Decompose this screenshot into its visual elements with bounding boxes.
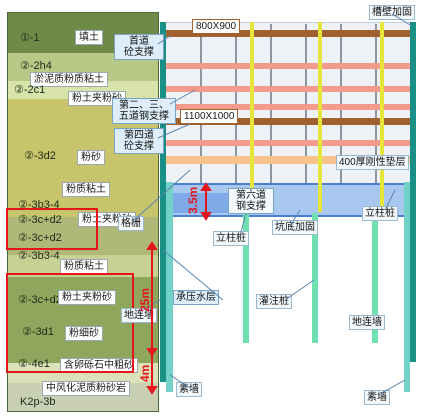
soil-code: ②-3c+d2 <box>18 294 62 306</box>
concrete-beam-top <box>165 30 415 37</box>
callout-support-1: 首道 砼支撑 <box>114 34 164 60</box>
soil-name: 粉土夹粉砂 <box>58 290 116 305</box>
highlight-box-upper <box>6 208 98 250</box>
callout-wall-right: 地连墙 <box>349 315 385 330</box>
soil-name: 粉质粘土 <box>62 182 110 197</box>
soil-code: ②-2h4 <box>20 60 52 72</box>
callout-pile-column-right: 立柱桩 <box>362 206 398 221</box>
dimension-3-5m: 3.5m <box>186 186 200 214</box>
callout-cushion: 400厚刚性垫层 <box>336 155 409 170</box>
callout-support-6: 第六道 钢支撑 <box>228 188 274 214</box>
callout-wall-left: 地连墙 <box>121 308 157 323</box>
steel-strut <box>165 140 415 146</box>
callout-groove-wall: 槽壁加固 <box>369 5 415 20</box>
callout-plain-wall-left: 素墙 <box>176 382 202 397</box>
callout-support-4: 第四道 砼支撑 <box>114 128 164 154</box>
dimension-25m: 25m <box>138 287 152 312</box>
bored-pile <box>243 213 249 343</box>
mid-beam-size: 1100X1000 <box>180 109 239 124</box>
soil-code: ①-1 <box>20 32 40 44</box>
callout-shield: 格栅 <box>118 216 144 231</box>
steel-strut-bottom <box>165 156 415 164</box>
diaphragm-wall-right <box>410 22 416 362</box>
soil-code: ②-2c1 <box>14 84 46 96</box>
soil-name: 粉砂 <box>77 150 105 165</box>
callout-support-235: 第二、三、 五道钢支撑 <box>112 98 176 124</box>
pile-yellow <box>380 22 384 212</box>
soil-name: 粉土夹粉砂 <box>68 91 126 106</box>
soil-name: 中风化泥质粉砂岩 <box>42 381 130 396</box>
callout-confined-water: 承压水层 <box>173 290 219 305</box>
callout-plain-wall-right: 素墙 <box>364 390 390 405</box>
dimension-4m: 4m <box>138 364 152 382</box>
soil-code: ②-3c+d2 <box>18 232 62 244</box>
steel-strut <box>165 104 415 110</box>
soil-code: K2p-3b <box>20 396 56 408</box>
diaphragm-wall-left <box>160 22 166 382</box>
soil-code: ②-3c+d2 <box>18 214 62 226</box>
plain-wall-left <box>166 182 173 392</box>
soil-name: 淤泥质粉质粘土 <box>30 72 108 87</box>
pile-yellow <box>318 22 322 212</box>
bored-pile <box>372 213 378 343</box>
callout-pit-bottom: 坑底加固 <box>272 220 318 235</box>
steel-strut <box>165 63 415 69</box>
soil-code: ②-3d2 <box>24 150 56 162</box>
steel-strut <box>165 86 415 92</box>
soil-name: 填土 <box>75 30 103 45</box>
pile-yellow <box>250 22 254 212</box>
bored-pile <box>312 213 318 343</box>
plain-wall-right <box>404 182 410 392</box>
callout-bored-pile: 灌注桩 <box>256 294 292 309</box>
soil-name: 粉细砂 <box>65 326 103 341</box>
top-beam-size: 800X900 <box>192 19 241 34</box>
concrete-beam-mid <box>165 118 415 125</box>
highlight-box-lower <box>6 273 134 373</box>
soil-code: ②-3b3-4 <box>18 250 60 262</box>
soil-code: ②-3d1 <box>22 326 54 338</box>
soil-code: ②-4e1 <box>18 358 50 370</box>
